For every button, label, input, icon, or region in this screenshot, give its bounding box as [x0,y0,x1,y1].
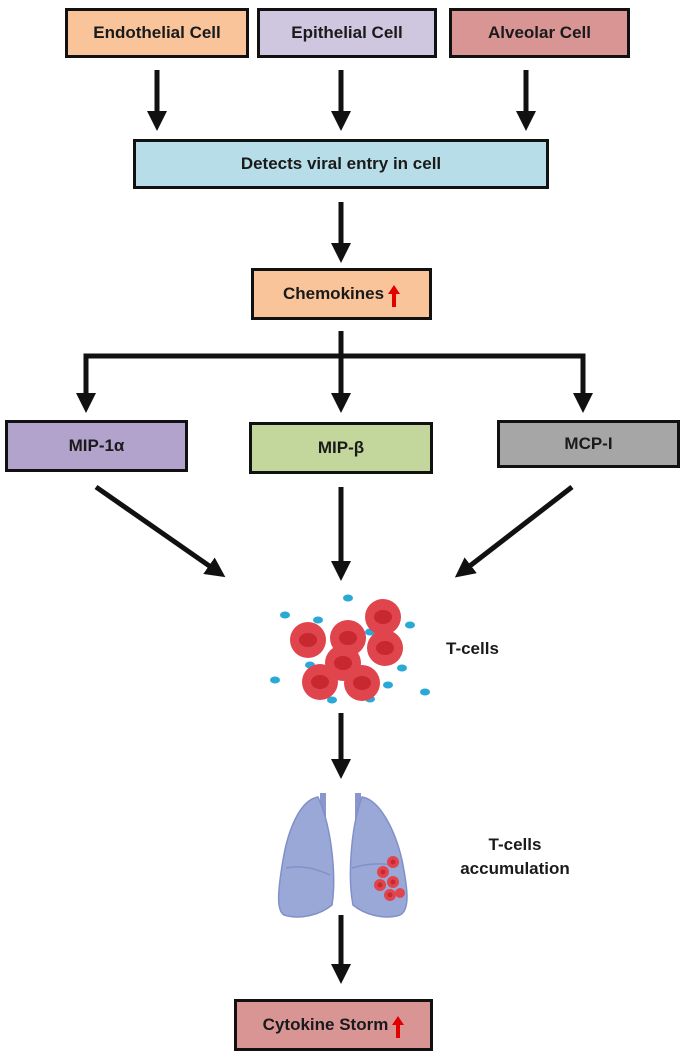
mip-1a-label: MIP-1α [68,436,125,455]
arrow-mip1a-to-tcells [94,484,226,578]
lungs-icon [277,793,408,918]
arrow-chemokines-to-mip1a [76,353,341,413]
mip-b-label: MIP-β [317,438,365,457]
endothelial-cell-label: Endothelial Cell [93,23,221,42]
arrow-mcp1-to-tcells [454,485,574,578]
t-cells-cluster-icon [270,594,430,704]
accumulation-line-2: accumulation [460,859,570,878]
mcp-1-label: MCP-I [564,434,613,453]
mip-b-box: MIP-β [249,422,433,474]
detects-viral-entry-label: Detects viral entry in cell [240,154,442,173]
endothelial-cell-box: Endothelial Cell [65,8,249,58]
arrow-chemokines-to-mcp1 [341,353,593,413]
detects-viral-entry-box: Detects viral entry in cell [133,139,549,189]
chemokines-label: Chemokines [282,284,385,303]
alveolar-cell-box: Alveolar Cell [449,8,630,58]
red-up-arrow-icon [388,285,401,307]
cytokine-storm-box: Cytokine Storm [234,999,433,1051]
mip-1a-box: MIP-1α [5,420,188,472]
cytokine-storm-label: Cytokine Storm [262,1015,389,1034]
t-cells-accumulation-label: T-cells accumulation [440,833,590,881]
alveolar-cell-label: Alveolar Cell [488,23,591,42]
epithelial-cell-box: Epithelial Cell [257,8,437,58]
epithelial-cell-label: Epithelial Cell [291,23,403,42]
accumulation-line-1: T-cells [488,835,542,854]
t-cells-label: T-cells [446,639,499,658]
red-up-arrow-icon [392,1016,405,1038]
mcp-1-box: MCP-I [497,420,680,468]
chemokines-box: Chemokines [251,268,432,320]
